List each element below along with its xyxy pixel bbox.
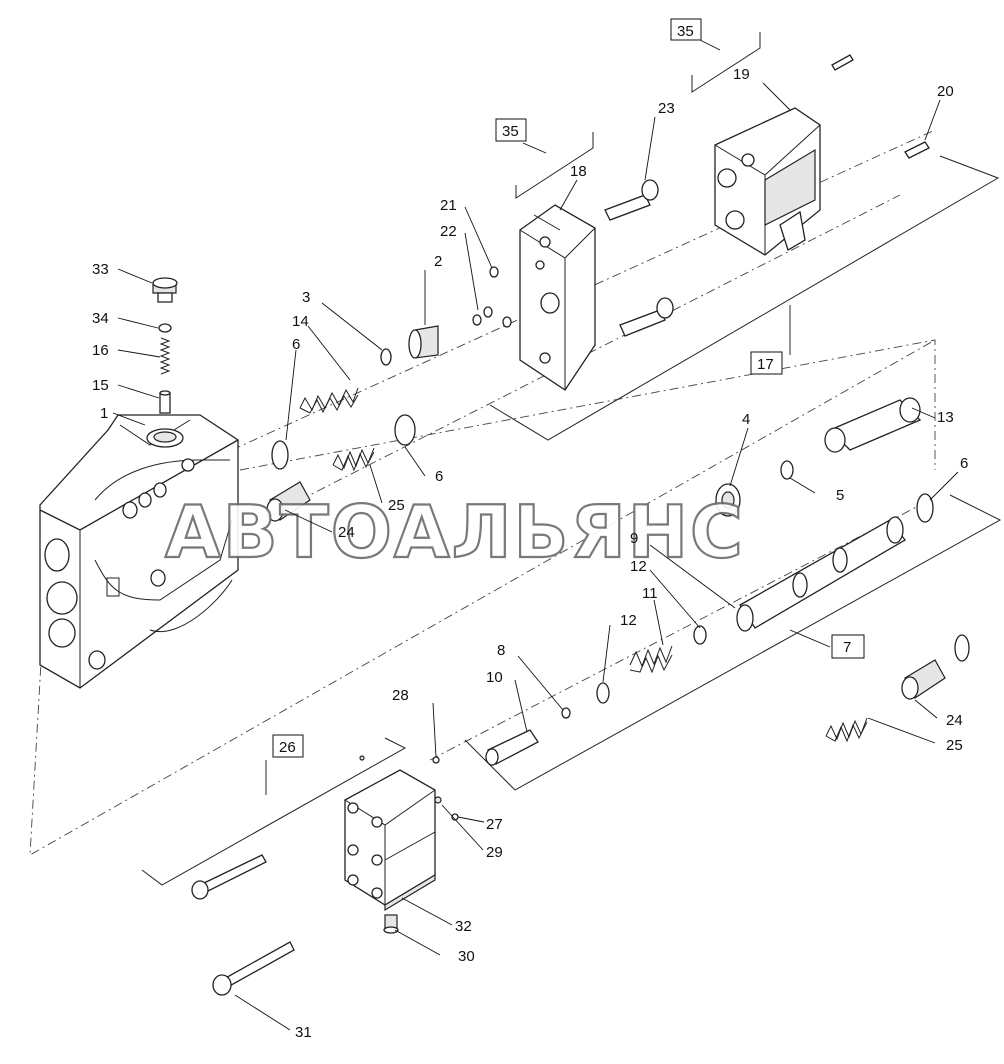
spool-9 (736, 516, 906, 632)
group-box-35-lower: 35 (495, 118, 527, 142)
callout-6-right: 6 (960, 455, 968, 472)
group-frame-26 (141, 737, 407, 886)
callout-labels: 33 34 16 15 1 3 14 6 2 21 22 18 23 19 20… (92, 66, 968, 1041)
pin-10 (485, 729, 539, 766)
fitting-30 (383, 914, 399, 934)
callout-4: 4 (742, 411, 750, 428)
svg-text:17: 17 (757, 356, 774, 373)
spool-13 (824, 397, 922, 453)
callout-32: 32 (455, 918, 472, 935)
callout-13: 13 (937, 409, 954, 426)
callout-34: 34 (92, 310, 109, 327)
seals-21-22 (472, 266, 512, 328)
fitting-4 (715, 483, 741, 517)
group-frame-35-upper (691, 32, 761, 93)
watermark: АВТОАЛЬЯНС (165, 490, 745, 574)
svg-text:26: 26 (279, 739, 296, 756)
callout-31: 31 (295, 1024, 312, 1041)
callout-24-left: 24 (338, 524, 355, 541)
callout-6-mid: 6 (435, 468, 443, 485)
group-frame-17 (489, 155, 1000, 441)
callout-20: 20 (937, 83, 954, 100)
spring-11 (629, 645, 673, 674)
o-ring-5 (780, 460, 794, 480)
callout-19: 19 (733, 66, 750, 83)
block-18 (519, 204, 596, 391)
svg-text:35: 35 (677, 23, 694, 40)
callout-27: 27 (486, 816, 503, 833)
o-ring-right-24 (954, 634, 970, 662)
callout-9: 9 (630, 530, 638, 547)
small-parts-27-28-29 (359, 755, 459, 821)
callout-8: 8 (497, 642, 505, 659)
callout-21: 21 (440, 197, 457, 214)
spring-25-right (825, 717, 868, 743)
callout-15: 15 (92, 377, 109, 394)
spring-14 (299, 387, 359, 414)
bolt-lower-18 (619, 297, 674, 337)
svg-text:7: 7 (843, 639, 851, 656)
plug-33 (152, 277, 178, 303)
bolt-31 (212, 941, 295, 996)
group-box-17: 17 (750, 351, 783, 375)
svg-text:35: 35 (502, 123, 519, 140)
callout-25-left: 25 (388, 497, 405, 514)
callout-2: 2 (434, 253, 442, 270)
callout-25-right: 25 (946, 737, 963, 754)
callout-23: 23 (658, 100, 675, 117)
callout-11: 11 (642, 585, 658, 602)
group-box-35-upper: 35 (670, 18, 702, 41)
bolt-23 (604, 179, 659, 221)
bolt-upper-26 (191, 854, 267, 900)
spring-25-left (332, 447, 375, 472)
callout-30: 30 (458, 948, 475, 965)
screw-20 (904, 141, 930, 159)
o-ring-6-right (916, 493, 934, 523)
callout-16: 16 (92, 342, 109, 359)
end-block-26 (344, 769, 436, 912)
callout-3: 3 (302, 289, 310, 306)
o-ring-12-upper (693, 625, 707, 645)
o-ring-3 (380, 348, 392, 366)
solenoid-19 (714, 107, 821, 256)
callout-18: 18 (570, 163, 587, 180)
o-ring-12-lower (596, 682, 610, 704)
callout-6-upper: 6 (292, 336, 300, 353)
valve-housing (39, 414, 239, 689)
callout-33: 33 (92, 261, 109, 278)
group-box-7: 7 (831, 634, 865, 659)
callout-10: 10 (486, 669, 503, 686)
o-ring-34 (158, 323, 172, 333)
spring-16 (159, 337, 171, 375)
callout-22: 22 (440, 223, 457, 240)
group-frame-35-lower (515, 132, 594, 199)
callout-5: 5 (836, 487, 844, 504)
piston-24-left (266, 481, 311, 522)
callout-24-right: 24 (946, 712, 963, 729)
callout-28: 28 (392, 687, 409, 704)
pin-15 (159, 390, 171, 414)
callout-14: 14 (292, 313, 309, 330)
callout-12-upper: 12 (630, 558, 647, 575)
callout-29: 29 (486, 844, 503, 861)
cap-2 (408, 325, 439, 359)
o-ring-6-mid (394, 414, 416, 446)
piston-24-right (901, 659, 946, 700)
leader-lines (112, 82, 959, 1031)
washer-8 (561, 707, 571, 719)
callout-12-lower: 12 (620, 612, 637, 629)
o-ring-6-upper (271, 440, 289, 470)
group-box-26: 26 (272, 734, 304, 758)
callout-1: 1 (100, 405, 108, 422)
screw-19-top (831, 54, 854, 71)
